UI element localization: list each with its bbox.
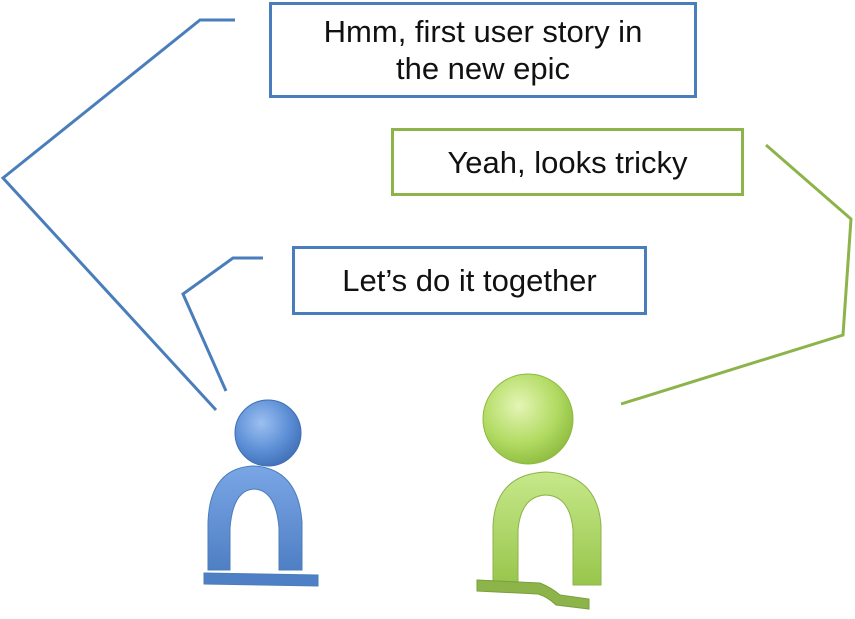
green-person-body	[492, 471, 602, 586]
green-person-desk	[476, 579, 590, 610]
callout-line-tricky	[620, 143, 853, 406]
blue-person-head	[234, 399, 302, 467]
callout-line-first-story	[0, 18, 235, 412]
speech-bubble-together: Let’s do it together	[292, 246, 647, 315]
green-person-icon	[476, 373, 602, 610]
speech-bubble-first-story: Hmm, first user story in the new epic	[269, 2, 697, 98]
callout-line-together	[181, 256, 263, 392]
blue-person-body	[207, 465, 303, 571]
bubble-text-together: Let’s do it together	[342, 263, 597, 298]
bubble-text-tricky: Yeah, looks tricky	[447, 144, 688, 180]
blue-person-icon	[203, 399, 319, 587]
bubble-text-line-2: the new epic	[395, 51, 571, 86]
bubble-text-line-1: Hmm, first user story in	[323, 14, 643, 49]
speech-bubble-tricky: Yeah, looks tricky	[391, 128, 744, 196]
blue-person-desk	[203, 572, 319, 587]
green-person-head	[482, 373, 574, 465]
